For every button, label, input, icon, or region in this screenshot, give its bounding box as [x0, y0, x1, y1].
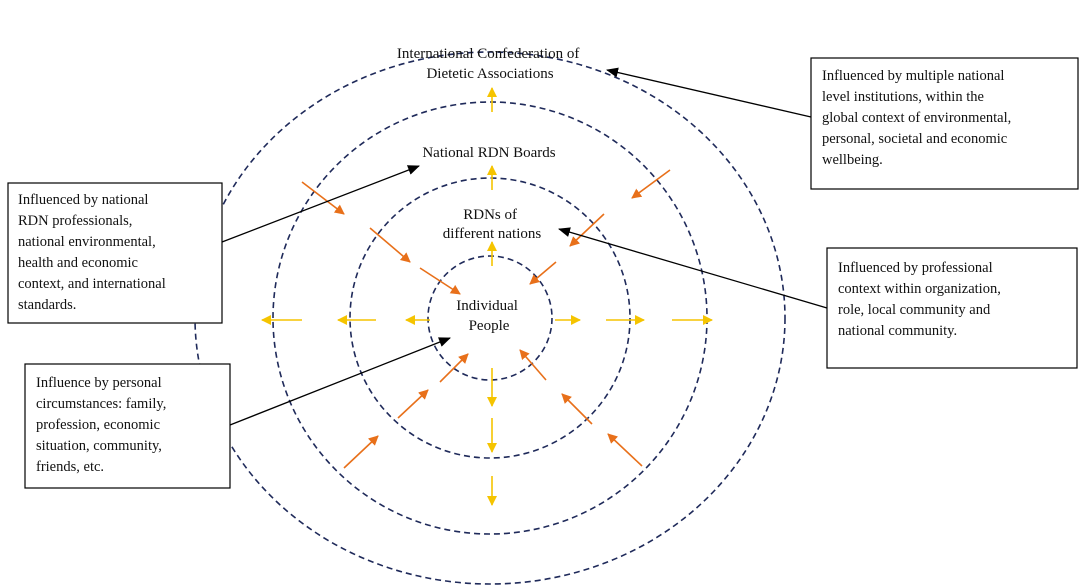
svg-text:Influenced by professional: Influenced by professional context withi… [838, 260, 1004, 339]
ring-international-label: International Confederation of Dietetic … [397, 46, 583, 82]
callout-individual: Influence by personal circumstances: fam… [24, 363, 231, 489]
svg-text:Influence by personal ci: Influence by personal circumstances: fam… [36, 375, 170, 475]
arrow-inward-icon [607, 433, 643, 467]
arrow-inward-icon [561, 393, 593, 425]
outward-arrows [261, 87, 713, 506]
arrow-inward-icon [439, 353, 469, 383]
arrow-inward-icon [419, 267, 461, 295]
arrow-inward-icon [529, 261, 557, 285]
pointer-lines [221, 67, 828, 426]
svg-text:Influenced by multiple nationa: Influenced by multiple national level in… [822, 68, 1015, 168]
ring-individual-label: Individual People [456, 298, 521, 334]
ring-individual [427, 255, 553, 381]
arrow-inward-icon [519, 349, 547, 381]
ring-labels: International Confederation of Dietetic … [397, 46, 583, 334]
callout-international: Influenced by multiple national level in… [810, 57, 1079, 190]
arrow-inward-icon [397, 389, 429, 419]
pointer-individual [229, 337, 451, 426]
svg-text:Influenced by national R: Influenced by national RDN professionals… [18, 192, 169, 313]
pointer-international [606, 67, 812, 118]
ring-national-label: National RDN Boards [422, 145, 555, 161]
arrow-inward-icon [343, 435, 379, 469]
arrow-inward-icon [369, 227, 411, 263]
ring-rdn [349, 177, 631, 459]
callout-national: Influenced by national RDN professionals… [7, 182, 223, 324]
arrow-inward-icon [569, 213, 605, 247]
pointer-rdn [558, 227, 828, 309]
callout-rdn: Influenced by professional context withi… [826, 247, 1078, 369]
arrow-inward-icon [631, 169, 671, 199]
ring-rdn-label: RDNs of different nations [443, 207, 542, 242]
pointer-national [221, 165, 420, 243]
inward-arrows [301, 169, 671, 469]
arrow-inward-icon [301, 181, 345, 215]
